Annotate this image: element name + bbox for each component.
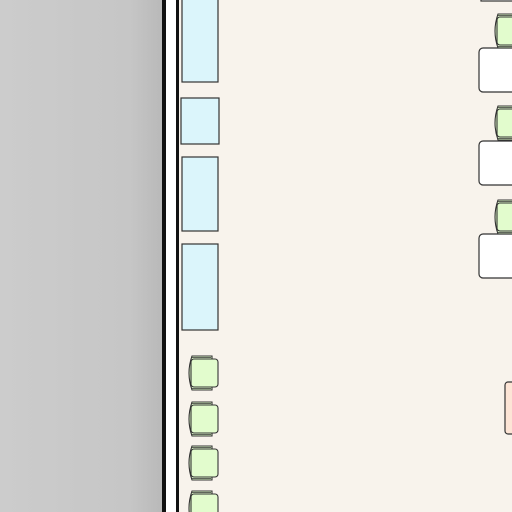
desk-2 [478,140,512,186]
desk-3 [478,233,512,279]
wall-chair-3 [188,445,219,481]
workstation-chair-3 [494,199,512,235]
cabinet-2 [180,97,220,145]
wall-chair-2 [188,401,219,437]
accent-cabinet [504,381,512,435]
cabinet-4 [181,243,219,331]
workstation-chair-2 [494,105,512,141]
cabinet-3 [181,156,219,232]
desk-1 [478,47,512,93]
room-floor [178,0,512,512]
wall-chair-1 [188,355,219,391]
desk-top-partial [480,0,512,2]
workstation-chair-1 [494,13,512,49]
cabinet-1 [181,0,219,83]
outer-wall [162,0,166,512]
wall-chair-4 [188,490,219,512]
outside-area [0,0,162,512]
furniture-layer [180,0,512,512]
wall-cavity [166,0,176,512]
inner-wall [176,0,179,512]
